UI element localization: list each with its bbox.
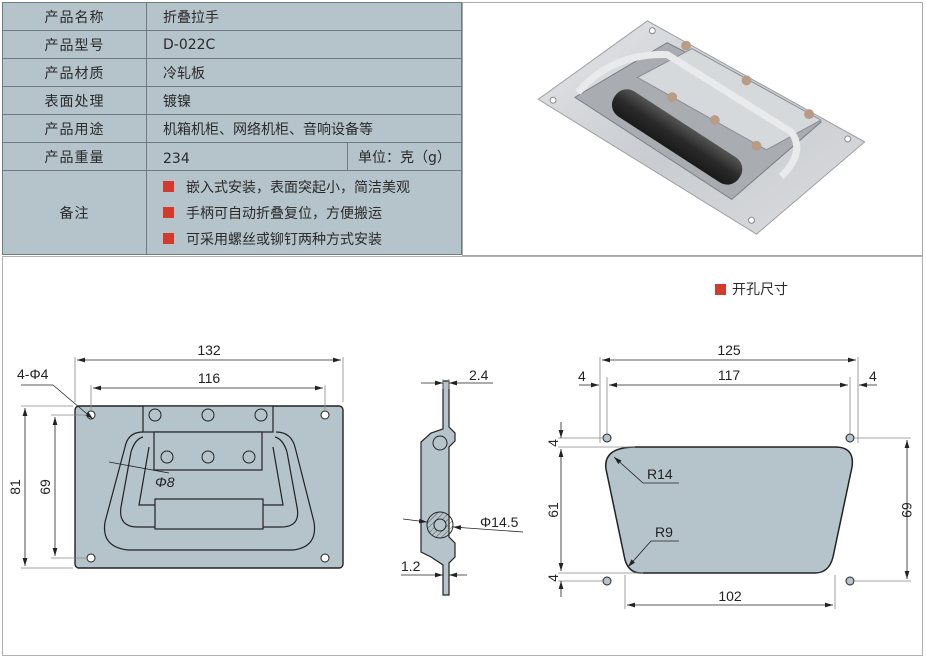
row-value: 折叠拉手 bbox=[146, 2, 462, 31]
technical-drawing: 开孔尺寸 bbox=[2, 256, 923, 656]
square-bullet-icon bbox=[715, 283, 726, 295]
rivet bbox=[681, 40, 692, 51]
rivet bbox=[751, 140, 762, 151]
dim-label-2-4: 2.4 bbox=[469, 367, 489, 383]
mount-hole bbox=[320, 410, 330, 420]
folding-handle-photo-illustration bbox=[537, 20, 866, 235]
rivet bbox=[667, 92, 678, 103]
handle-diameter-label: Φ8 bbox=[155, 474, 175, 490]
spec-table: 产品名称 折叠拉手 产品型号 D-022C 产品材质 冷轧板 表面处理 镀镍 产… bbox=[2, 2, 462, 255]
rivet bbox=[709, 115, 720, 126]
note-text: 可采用螺丝或铆钉两种方式安装 bbox=[186, 231, 382, 248]
row-label: 产品名称 bbox=[2, 2, 147, 31]
note-text: 嵌入式安装，表面突起小，简洁美观 bbox=[186, 179, 410, 196]
mounting-hole bbox=[844, 135, 852, 143]
cutout-title: 开孔尺寸 bbox=[715, 279, 788, 299]
handle-outer bbox=[103, 431, 316, 551]
spec-row-material: 产品材质 冷轧板 bbox=[2, 58, 462, 87]
side-profile bbox=[420, 380, 456, 596]
mount-hole bbox=[602, 576, 612, 586]
rivet bbox=[741, 75, 752, 86]
hinge-pin bbox=[433, 518, 447, 532]
row-label: 表面处理 bbox=[2, 86, 147, 115]
cutout-title-text: 开孔尺寸 bbox=[732, 282, 788, 298]
hinge-top bbox=[142, 405, 274, 433]
row-label: 产品重量 bbox=[2, 142, 147, 171]
spec-row-model: 产品型号 D-022C bbox=[2, 30, 462, 59]
dim-label-102: 102 bbox=[718, 588, 742, 604]
dim-label-125: 125 bbox=[717, 342, 741, 358]
row-value: 镀镍 bbox=[146, 86, 462, 115]
dim-label-1-2: 1.2 bbox=[401, 558, 421, 574]
square-bullet-icon bbox=[163, 207, 174, 218]
hole-callout-label: 4-Φ4 bbox=[17, 366, 49, 382]
dim-label-69-cutout: 69 bbox=[899, 502, 915, 518]
spec-row-weight: 产品重量 234 单位：克（g） bbox=[2, 142, 462, 171]
spec-row-usage: 产品用途 机箱机柜、网络机柜、音响设备等 bbox=[2, 114, 462, 143]
drawing-svg: 132 116 4-Φ4 81 69 Φ8 bbox=[7, 342, 915, 609]
dim-label-69-front: 69 bbox=[37, 479, 53, 495]
product-photo bbox=[462, 2, 923, 256]
radius-label-r9: R9 bbox=[655, 524, 673, 540]
note-item: 可采用螺丝或铆钉两种方式安装 bbox=[163, 226, 461, 252]
weight-unit: 单位：克（g） bbox=[347, 142, 462, 171]
row-label: 产品用途 bbox=[2, 114, 147, 143]
mounting-hole bbox=[549, 96, 557, 104]
mount-hole bbox=[845, 433, 855, 443]
spec-row-finish: 表面处理 镀镍 bbox=[2, 86, 462, 115]
radius-label-r14: R14 bbox=[647, 466, 673, 482]
dim-label-132: 132 bbox=[197, 342, 221, 358]
row-value: 冷轧板 bbox=[146, 58, 462, 87]
dim-label-117: 117 bbox=[718, 367, 741, 383]
dim-label-61: 61 bbox=[545, 502, 561, 518]
note-item: 嵌入式安装，表面突起小，简洁美观 bbox=[163, 174, 461, 200]
dim-label-4-right: 4 bbox=[869, 368, 877, 384]
row-label: 产品材质 bbox=[2, 58, 147, 87]
row-value: 机箱机柜、网络机柜、音响设备等 bbox=[146, 114, 462, 143]
grip bbox=[154, 498, 264, 530]
recess bbox=[573, 42, 822, 201]
dim-label-81: 81 bbox=[7, 479, 23, 495]
row-label: 产品型号 bbox=[2, 30, 147, 59]
handle-grip bbox=[611, 89, 743, 185]
note-item: 手柄可自动折叠复位，方便搬运 bbox=[163, 200, 461, 226]
spec-row-notes: 备注 嵌入式安装，表面突起小，简洁美观 手柄可自动折叠复位，方便搬运 可采用螺丝… bbox=[2, 170, 462, 255]
square-bullet-icon bbox=[163, 233, 174, 244]
note-text: 手柄可自动折叠复位，方便搬运 bbox=[186, 205, 382, 222]
mount-hole bbox=[320, 553, 330, 563]
mount-hole bbox=[86, 553, 96, 563]
cutout-view: 125 117 4 4 4 61 4 69 102 bbox=[545, 342, 915, 609]
dim-label-14-5: Φ14.5 bbox=[480, 514, 519, 530]
mount-hole bbox=[602, 433, 612, 443]
dim-label-4-bottom: 4 bbox=[545, 574, 561, 582]
mount-hole bbox=[845, 576, 855, 586]
dim-label-116: 116 bbox=[198, 370, 221, 386]
mounting-hole bbox=[648, 27, 656, 35]
rivet bbox=[804, 109, 815, 120]
notes-list: 嵌入式安装，表面突起小，简洁美观 手柄可自动折叠复位，方便搬运 可采用螺丝或铆钉… bbox=[146, 170, 462, 255]
spec-row-name: 产品名称 折叠拉手 bbox=[2, 2, 462, 31]
hinge-pin-top bbox=[432, 435, 448, 451]
weight-value: 234 bbox=[146, 142, 348, 171]
row-label: 备注 bbox=[2, 170, 147, 255]
side-view: 2.4 1.2 Φ14.5 bbox=[401, 367, 524, 596]
cutout-shape bbox=[605, 446, 854, 574]
square-bullet-icon bbox=[163, 181, 174, 192]
row-value: D-022C bbox=[146, 30, 462, 59]
handle-bar bbox=[575, 51, 801, 180]
mounting-hole bbox=[748, 216, 756, 224]
front-view: 132 116 4-Φ4 81 69 Φ8 bbox=[7, 342, 344, 569]
dim-label-4-top: 4 bbox=[545, 439, 561, 447]
dim-label-4-left: 4 bbox=[578, 368, 586, 384]
